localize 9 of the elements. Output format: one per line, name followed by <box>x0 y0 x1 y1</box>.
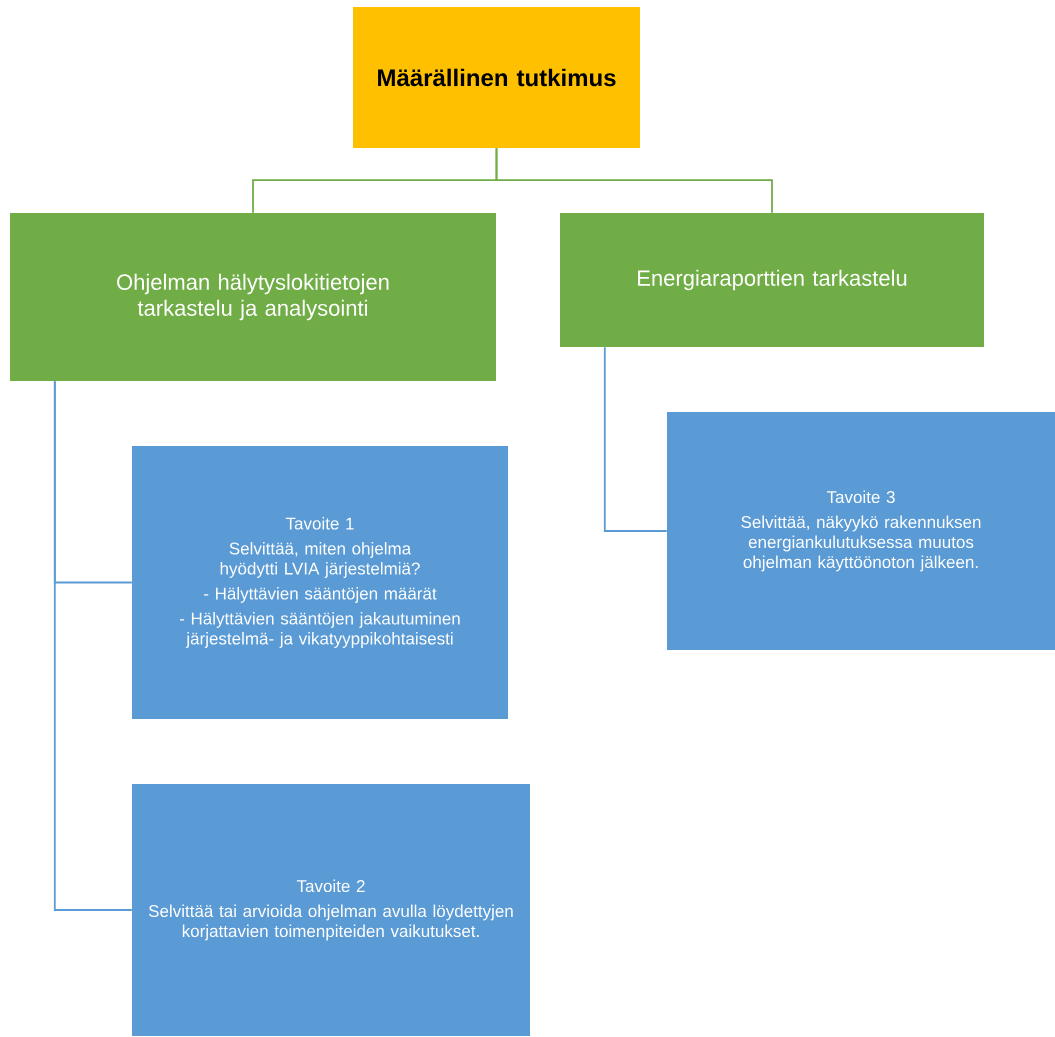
goal-box: Tavoite 2 Selvittää tai arvioida ohjelman avulla löydettyjen korjattavien toimenpiteiden vaikutukset. <box>132 784 530 1036</box>
heading-box: Määrällinen tutkimus <box>353 7 640 148</box>
category-box: Ohjelman hälytyslokitietojen tarkastelu ja analysointi <box>10 213 496 381</box>
goal-box: Tavoite 3 Selvittää, näkyykö rakennuksen energiankulutuksessa muutos ohjelman käyttöönoton jälkeen. <box>667 412 1055 650</box>
category-box: Energiaraporttien tarkastelu <box>560 213 984 347</box>
connector-line <box>603 346 668 532</box>
connector-line <box>495 147 773 214</box>
connector-line <box>53 380 133 911</box>
goal-box: Tavoite 1 Selvittää, miten ohjelma hyödytti LVIA järjestelmiä? - Hälyttävien sääntöjen määrät - Hälyttävien sääntöjen jakautuminen järjestelmä- ja vikatyyppikohtaisesti <box>132 446 508 719</box>
